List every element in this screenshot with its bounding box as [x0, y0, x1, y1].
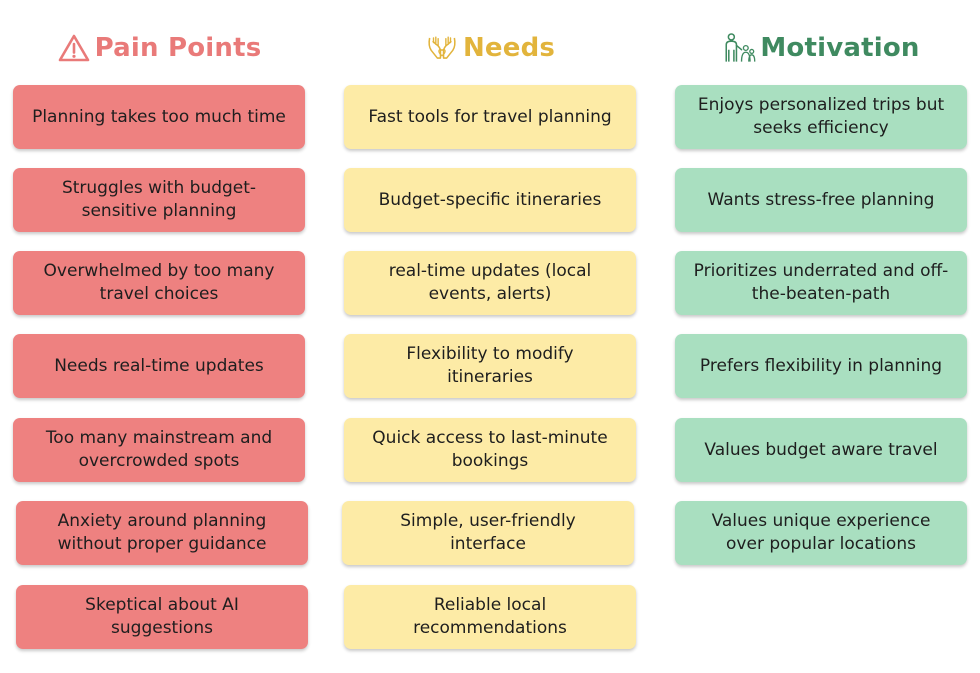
need-card: Quick access to last-minute bookings	[344, 418, 636, 482]
pain-point-text: Skeptical about AI suggestions	[85, 595, 239, 638]
need-text: Reliable local recommendations	[413, 595, 567, 638]
motivation-card: Wants stress-free planning	[675, 168, 967, 232]
warning-triangle-icon	[57, 31, 91, 65]
motivation-card: Prioritizes underrated and off-the-beate…	[675, 251, 967, 315]
pain-point-text: Needs real-time updates	[54, 355, 264, 376]
pain-points-title: Pain Points	[94, 33, 262, 63]
motivation-header: Motivation	[675, 28, 967, 68]
need-card: Fast tools for travel planning	[344, 85, 636, 149]
motivation-card: Values budget aware travel	[675, 418, 967, 482]
pain-point-card: Anxiety around planning without proper g…	[16, 501, 308, 565]
needs-header: Needs	[344, 28, 636, 68]
motivation-text: Values unique experience over popular lo…	[711, 511, 931, 554]
need-text: Quick access to last-minute bookings	[372, 428, 608, 471]
pain-point-text: Struggles with budget-sensitive planning	[61, 178, 257, 221]
motivation-card: Values unique experience over popular lo…	[675, 501, 967, 565]
motivation-card: Enjoys personalized trips but seeks effi…	[675, 85, 967, 149]
need-text: real-time updates (local events, alerts)	[388, 261, 592, 304]
pain-point-card: Overwhelmed by too many travel choices	[13, 251, 305, 315]
need-card: Simple, user-friendly interface	[342, 501, 634, 565]
needs-title: Needs	[462, 33, 556, 63]
family-people-icon	[722, 31, 756, 65]
motivation-text: Prioritizes underrated and off-the-beate…	[693, 261, 949, 304]
pain-point-text: Too many mainstream and overcrowded spot…	[45, 428, 273, 471]
pain-points-header: Pain Points	[13, 28, 305, 68]
need-text: Simple, user-friendly interface	[400, 511, 576, 554]
need-text: Budget-specific itineraries	[378, 189, 602, 210]
need-card: Reliable local recommendations	[344, 585, 636, 649]
need-text: Fast tools for travel planning	[368, 106, 612, 127]
pain-point-card: Planning takes too much time	[13, 85, 305, 149]
need-text: Flexibility to modify itineraries	[406, 344, 574, 387]
motivation-card: Prefers flexibility in planning	[675, 334, 967, 398]
need-card: Flexibility to modify itineraries	[344, 334, 636, 398]
pain-point-text: Anxiety around planning without proper g…	[57, 511, 267, 554]
pain-point-card: Skeptical about AI suggestions	[16, 585, 308, 649]
need-card: Budget-specific itineraries	[344, 168, 636, 232]
motivation-text: Values budget aware travel	[704, 439, 938, 460]
pain-point-text: Overwhelmed by too many travel choices	[43, 261, 275, 304]
need-card: real-time updates (local events, alerts)	[344, 251, 636, 315]
motivation-text: Enjoys personalized trips but seeks effi…	[697, 95, 945, 138]
pain-point-card: Needs real-time updates	[13, 334, 305, 398]
motivation-title: Motivation	[760, 33, 920, 63]
motivation-text: Prefers flexibility in planning	[699, 355, 943, 376]
pain-point-card: Too many mainstream and overcrowded spot…	[13, 418, 305, 482]
pain-point-text: Planning takes too much time	[32, 106, 286, 127]
hands-heart-icon	[425, 31, 459, 65]
pain-point-card: Struggles with budget-sensitive planning	[13, 168, 305, 232]
motivation-text: Wants stress-free planning	[707, 189, 935, 210]
